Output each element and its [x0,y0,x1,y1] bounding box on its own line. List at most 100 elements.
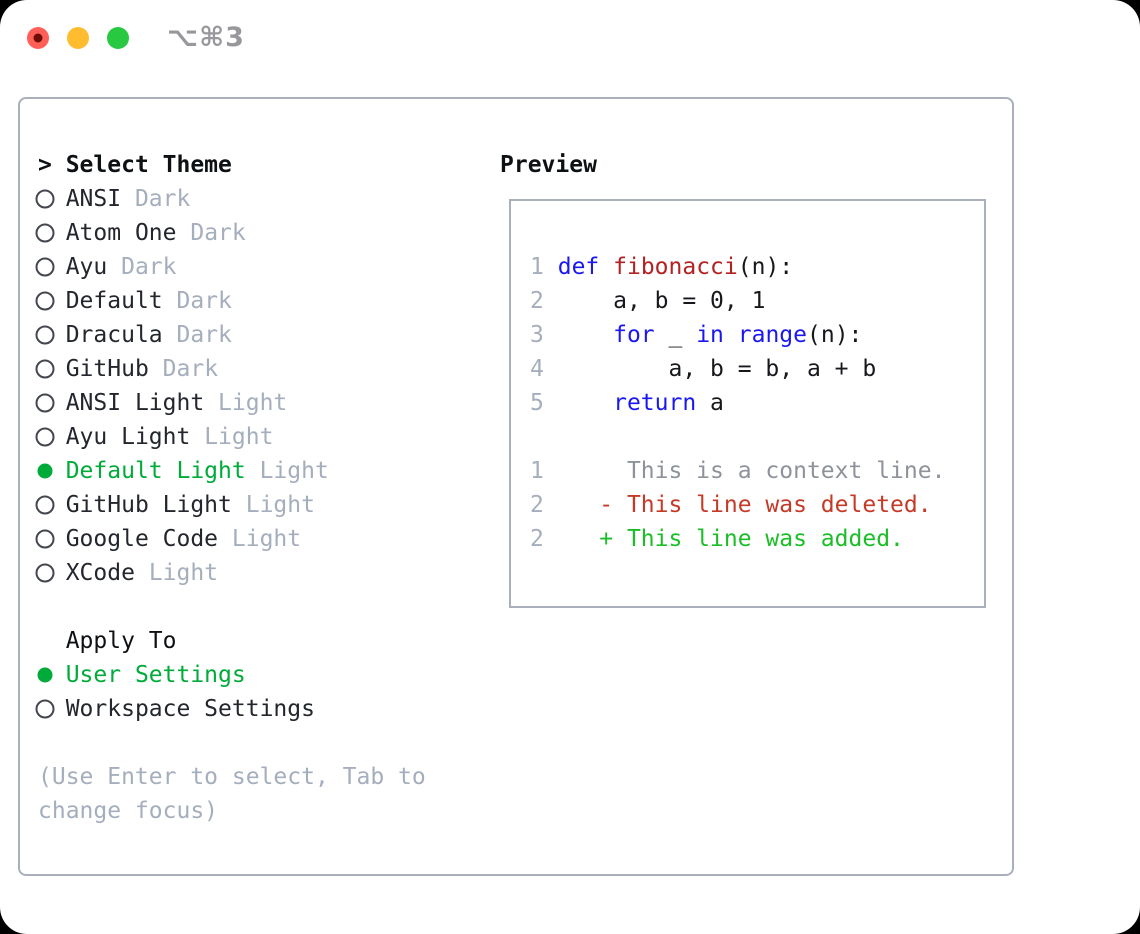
line-number: 5 [530,390,544,416]
focus-caret: > [38,152,66,178]
radio-selected-icon [38,462,52,480]
code-token-ctx: This is a context line. [543,458,946,484]
radio-unselected-icon [38,428,52,446]
apply-to-option[interactable]: Workspace Settings [38,692,426,726]
theme-option[interactable]: Default Light Light [38,454,426,488]
theme-option[interactable]: Atom One Dark [38,216,426,250]
line-number: 3 [530,322,544,348]
option-label: Dracula [65,322,163,348]
theme-variant-label: Dark [176,288,232,314]
theme-option[interactable]: Google Code Light [38,522,426,556]
theme-variant-label: Dark [121,254,177,280]
theme-variant-label: Dark [134,186,191,212]
code-token-kw: in [696,322,724,348]
code-line: 1 This is a context line. [530,454,984,488]
maximize-button[interactable] [107,27,129,49]
option-label: ANSI Light [65,390,205,416]
code-line: 4 a, b = b, a + b [530,352,984,386]
theme-variant-label: Light [204,424,274,450]
theme-selector-column: > Select Theme ANSI Dark Atom One Dark A… [38,148,426,828]
radio-unselected-icon [38,224,52,242]
code-token-fn: fibonacci [613,254,738,280]
select-theme-title: Select Theme [65,152,232,178]
theme-option[interactable]: Dracula Dark [38,318,426,352]
code-token-add: + This line was added. [543,526,904,552]
option-label: Workspace Settings [65,696,315,722]
theme-option[interactable]: GitHub Dark [38,352,426,386]
option-label: User Settings [65,662,246,688]
gap [38,590,426,624]
code-token-plain [724,322,738,348]
window-title: ⌥⌘3 [167,22,245,53]
radio-unselected-icon [38,292,52,310]
radio-unselected-icon [38,326,52,344]
apply-to-option[interactable]: User Settings [38,658,426,692]
help-text: (Use Enter to select, Tab to change focu… [38,764,426,824]
code-line [530,420,984,454]
option-label: Google Code [65,526,219,552]
option-label: Default Light [65,458,246,484]
theme-variant-label: Dark [190,220,246,246]
code-token-kw: return [613,390,697,416]
theme-option[interactable]: ANSI Dark [38,182,426,216]
code-token-plain: a, b = b, a + b [543,356,877,382]
theme-variant-label: Dark [162,356,219,382]
option-label: Ayu Light [65,424,191,450]
apply-to-header: Apply To [65,628,177,654]
radio-unselected-icon [38,190,52,208]
theme-list: ANSI Dark Atom One Dark Ayu Dark Default… [38,182,426,590]
traffic-lights [27,27,129,49]
code-token-plain [599,254,613,280]
code-token-plain: (n): [807,322,863,348]
radio-selected-icon [38,666,52,684]
preview-header: Preview [500,152,597,178]
option-label: Default [65,288,163,314]
theme-option[interactable]: GitHub Light Light [38,488,426,522]
option-label: XCode [65,560,135,586]
code-line: 2 a, b = 0, 1 [530,284,984,318]
code-token-plain: _ [654,322,697,348]
main-panel: > Select Theme ANSI Dark Atom One Dark A… [18,97,1014,876]
code-line: 3 for _ in range(n): [530,318,984,352]
option-label: GitHub Light [65,492,232,518]
option-label: GitHub [65,356,149,382]
apply-to-list: User Settings Workspace Settings [38,658,426,726]
code-token-plain: (n): [737,254,794,280]
code-token-plain: a [696,390,724,416]
theme-variant-label: Light [259,458,329,484]
code-token-plain [544,254,558,280]
option-label: Atom One [65,220,177,246]
theme-option[interactable]: XCode Light [38,556,426,590]
theme-option[interactable]: ANSI Light Light [38,386,426,420]
code-token-kw: def [557,254,600,280]
radio-unselected-icon [38,496,52,514]
code-token-kw: for [613,322,655,348]
theme-variant-label: Light [231,526,302,552]
code-token-del: - This line was deleted. [543,492,932,518]
minimize-button[interactable] [67,27,89,49]
theme-variant-label: Light [218,390,288,416]
close-button[interactable] [27,27,49,49]
code-line: 1 def fibonacci(n): [530,250,984,284]
code-line: 2 + This line was added. [530,522,984,556]
code-token-plain: a, b = 0, 1 [543,288,766,314]
code-token-plain [544,322,613,348]
radio-unselected-icon [38,360,52,378]
line-number: 2 [530,526,544,552]
theme-variant-label: Light [245,492,315,518]
line-number: 1 [530,458,544,484]
code-line: 5 return a [530,386,984,420]
option-label: Ayu [65,254,108,280]
radio-unselected-icon [38,700,52,718]
radio-unselected-icon [38,564,52,582]
line-number: 2 [530,288,544,314]
theme-option[interactable]: Default Dark [38,284,426,318]
theme-option[interactable]: Ayu Dark [38,250,426,284]
option-label: ANSI [65,186,122,212]
code-token-kw: range [737,322,808,348]
theme-option[interactable]: Ayu Light Light [38,420,426,454]
code-token-plain [544,390,613,416]
